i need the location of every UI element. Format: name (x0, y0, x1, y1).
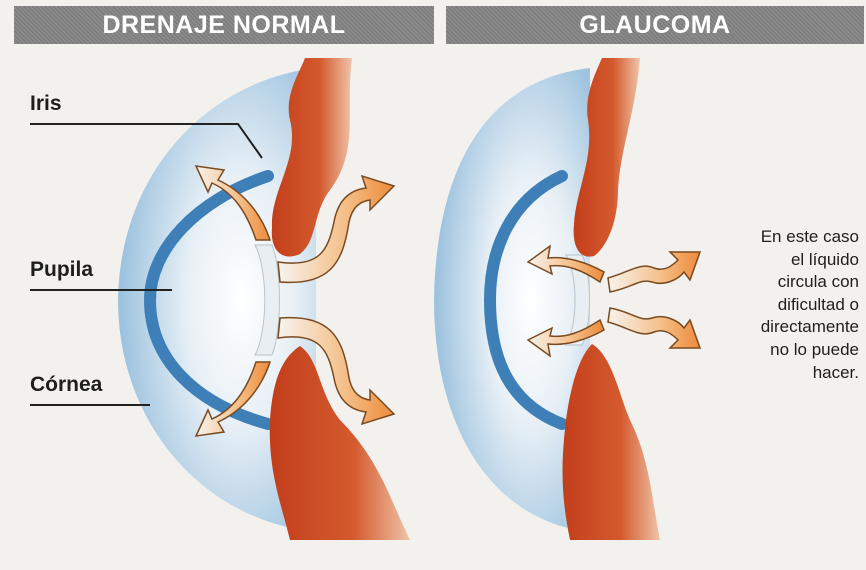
note-line: hacer. (716, 362, 859, 385)
arrow-glaucoma-upper-right (608, 252, 700, 292)
note-line: el líquido (716, 249, 859, 272)
note-line: circula con (716, 271, 859, 294)
note-line: dificultad o (716, 294, 859, 317)
label-cornea: Córnea (30, 373, 102, 397)
note-line: no lo puede (716, 339, 859, 362)
note-line: directamente (716, 316, 859, 339)
note-line: En este caso (716, 226, 859, 249)
glaucoma-note: En este caso el líquido circula con difi… (716, 226, 859, 384)
label-pupila: Pupila (30, 258, 93, 282)
arrow-glaucoma-lower-right (608, 308, 700, 348)
normal-eye (30, 58, 410, 540)
label-iris: Iris (30, 92, 62, 116)
iris-bottom (563, 344, 660, 540)
glaucoma-eye (434, 58, 700, 540)
